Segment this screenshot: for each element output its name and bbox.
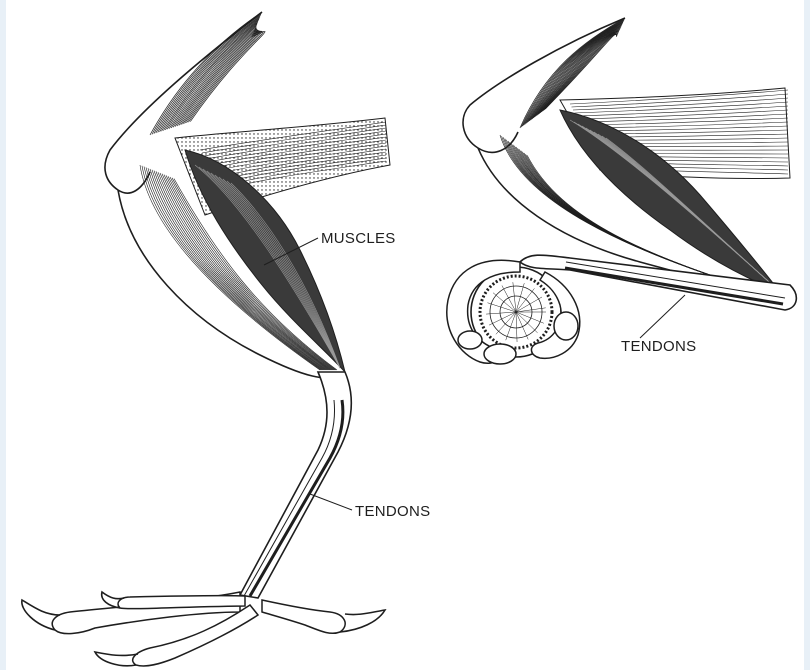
perching-bird-leg-illustration: [447, 18, 796, 364]
thigh-feathers-left: [150, 12, 265, 135]
tendons-label-right: TENDONS: [621, 338, 696, 355]
tendons-right-leader: [640, 295, 685, 338]
muscles-label: MUSCLES: [321, 230, 396, 247]
tendons-left-leader: [310, 494, 352, 510]
tendons-label-left: TENDONS: [355, 503, 430, 520]
standing-bird-leg-illustration: [22, 12, 390, 666]
